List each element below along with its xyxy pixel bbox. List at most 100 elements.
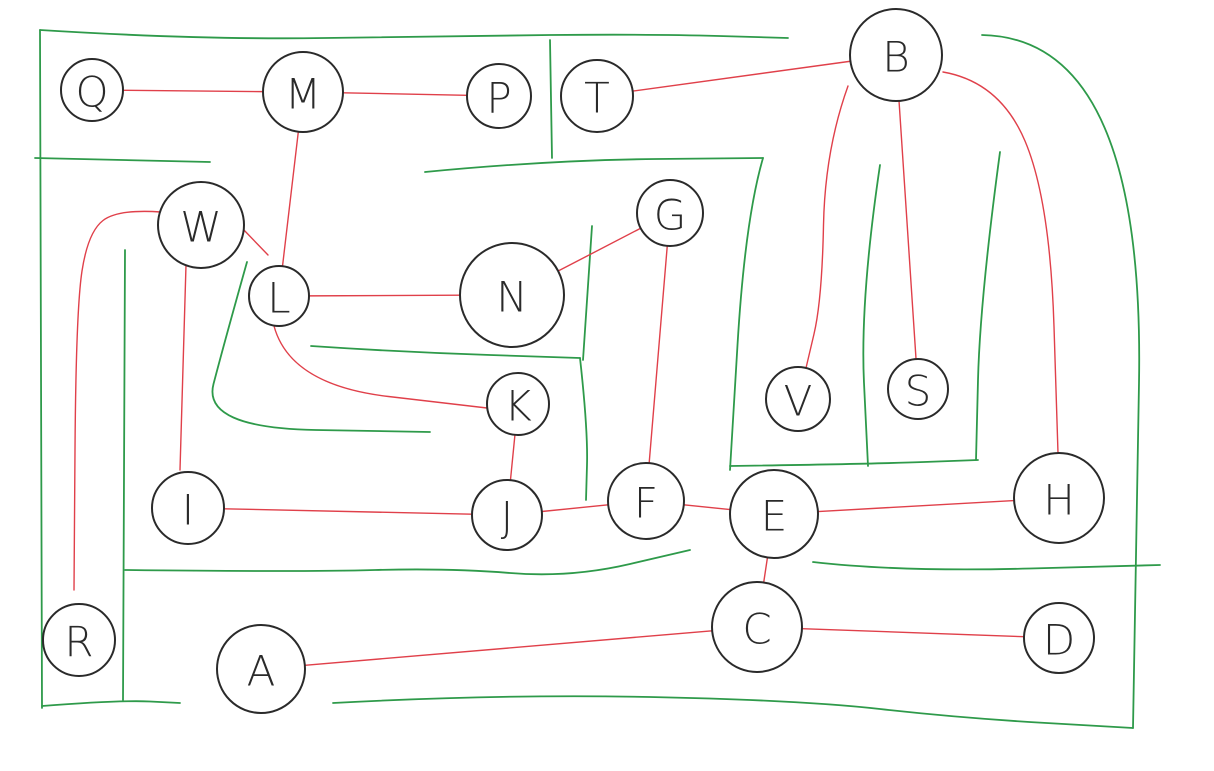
edge-w-i <box>179 264 187 471</box>
node-circle <box>60 58 124 122</box>
edge-b-v <box>805 85 849 369</box>
maze-wall <box>981 34 1141 729</box>
node-circle <box>157 181 245 269</box>
node-circle <box>765 366 831 432</box>
maze-wall <box>549 39 553 159</box>
maze-wall <box>41 700 181 707</box>
node-label: G <box>654 191 687 240</box>
node-circle <box>471 479 543 551</box>
node-label: I <box>182 486 194 535</box>
node-c: C <box>711 581 803 673</box>
node-label: P <box>486 74 511 123</box>
node-circle <box>636 179 704 247</box>
node-circle <box>1023 602 1095 674</box>
node-label: F <box>634 479 658 528</box>
node-circle <box>849 8 943 102</box>
edge-b-h <box>942 71 1059 454</box>
node-v: V <box>765 366 831 432</box>
edge-a-c <box>304 630 713 666</box>
edge-i-j <box>223 508 473 515</box>
node-circle <box>1013 452 1105 544</box>
graph-nodes: Q M P T B WL N G K V S I J F E H R A C D <box>42 8 1105 714</box>
node-label: H <box>1043 476 1075 525</box>
maze-wall <box>862 164 881 467</box>
maze-wall <box>34 157 211 163</box>
node-label: D <box>1043 616 1075 665</box>
maze-wall <box>729 459 979 467</box>
node-circle <box>42 603 116 677</box>
edge-b-s <box>898 100 917 360</box>
maze-wall <box>310 345 581 359</box>
edge-l-n <box>308 294 461 297</box>
node-label: S <box>905 367 932 416</box>
node-label: T <box>584 74 610 123</box>
node-s: S <box>887 358 949 420</box>
edge-q-m <box>122 89 264 93</box>
node-circle <box>151 471 225 545</box>
node-circle <box>729 469 819 559</box>
node-j: J <box>471 479 543 551</box>
edge-m-p <box>342 92 468 97</box>
node-circle <box>887 358 949 420</box>
node-t: T <box>560 59 634 133</box>
maze-wall <box>582 225 593 361</box>
node-w: W <box>157 181 245 269</box>
edge-m-l <box>281 131 300 267</box>
node-label: C <box>742 605 771 654</box>
node-r: R <box>42 603 116 677</box>
node-label: M <box>285 70 321 119</box>
node-circle <box>486 372 550 436</box>
node-label: R <box>64 618 93 667</box>
node-label: W <box>180 203 222 252</box>
edge-w-r <box>73 210 162 591</box>
edge-n-g <box>557 227 642 272</box>
node-circle <box>560 59 634 133</box>
maze-walls <box>34 29 1161 729</box>
node-circle <box>711 581 803 673</box>
edge-g-f <box>648 245 668 464</box>
node-label: E <box>761 492 788 541</box>
node-label: L <box>267 274 290 323</box>
edge-f-e <box>683 504 731 511</box>
node-h: H <box>1013 452 1105 544</box>
node-p: P <box>466 63 532 129</box>
maze-wall <box>39 29 43 709</box>
node-circle <box>607 462 685 540</box>
edge-l-k <box>273 325 488 409</box>
node-label: K <box>504 382 532 431</box>
maze-wall <box>424 157 764 173</box>
maze-wall <box>122 249 126 701</box>
node-label: Q <box>75 68 108 117</box>
node-n: N <box>459 242 565 348</box>
edge-e-h <box>817 499 1015 513</box>
node-g: G <box>636 179 704 247</box>
edge-e-c <box>762 556 769 584</box>
node-label: A <box>247 647 276 696</box>
maze-wall <box>124 549 691 576</box>
maze-wall <box>729 157 764 471</box>
node-d: D <box>1023 602 1095 674</box>
node-circle <box>459 242 565 348</box>
maze-wall <box>211 261 431 433</box>
node-b: B <box>849 8 943 102</box>
edge-j-f <box>541 504 609 513</box>
edge-c-d <box>801 627 1025 638</box>
maze-wall <box>975 151 1001 461</box>
node-label: B <box>882 33 910 82</box>
maze-wall <box>812 561 1161 571</box>
node-k: K <box>486 372 550 436</box>
edge-t-b <box>631 60 852 92</box>
node-m: M <box>262 51 344 133</box>
edge-w-l <box>241 227 269 256</box>
node-circle <box>466 63 532 129</box>
node-label: J <box>501 493 513 542</box>
node-circle <box>262 51 344 133</box>
node-label: V <box>784 377 813 426</box>
maze-wall <box>39 29 789 40</box>
node-label: N <box>496 273 527 322</box>
maze-wall <box>579 357 589 501</box>
node-f: F <box>607 462 685 540</box>
node-e: E <box>729 469 819 559</box>
node-l: L <box>248 265 310 327</box>
